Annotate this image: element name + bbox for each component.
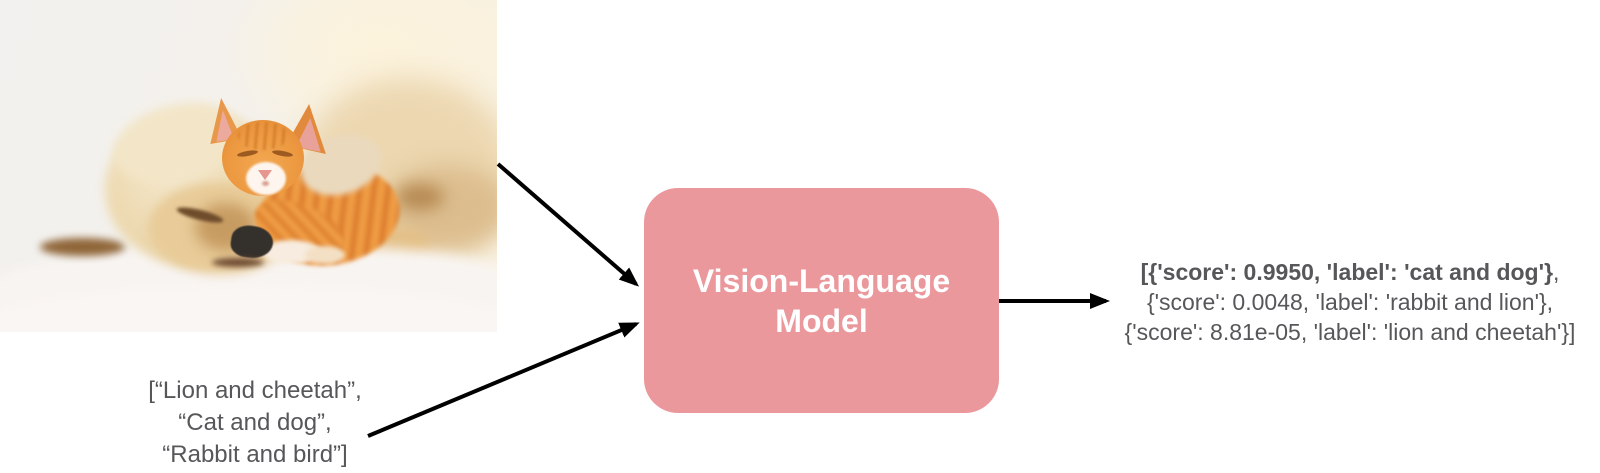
puppy-closed-eye — [175, 204, 225, 226]
puppy-muzzle — [148, 182, 293, 274]
puppy-rear-dark-patch — [396, 184, 444, 210]
kitten-left-ear-inner — [216, 110, 234, 142]
puppy-body — [300, 78, 497, 268]
kitten-paw-white — [262, 240, 320, 264]
puppy-ear-over-kitten — [293, 124, 389, 206]
puppy-head — [105, 112, 290, 267]
output-line-3: {'score': 8.81e-05, 'label': 'lion and c… — [1124, 319, 1576, 345]
puppy-ear-flap — [104, 90, 250, 195]
kitten-body — [251, 155, 407, 275]
photo-background-glow — [220, 0, 497, 160]
puppy-body-shadow — [385, 165, 497, 250]
kitten-head — [222, 120, 304, 196]
arrow-text-to-model — [367, 322, 640, 438]
kitten-front-leg — [246, 188, 353, 270]
model-label-line-2: Model — [775, 302, 868, 339]
kitten-right-ear-inner — [296, 118, 321, 152]
kitten-forehead-stripes — [238, 122, 288, 150]
kitten-right-ear — [286, 104, 326, 154]
model-output-text: [{'score': 0.9950, 'label': 'cat and dog… — [1100, 257, 1600, 347]
input-image — [0, 0, 497, 332]
output-line-1-tail: , — [1553, 259, 1560, 285]
puppy-ear-tip-dark — [40, 238, 125, 256]
output-line-1: [{'score': 0.9950, 'label': 'cat and dog… — [1100, 257, 1600, 287]
candidate-labels-text: [“Lion and cheetah”, “Cat and dog”, “Rab… — [115, 375, 395, 471]
puppy-mouth-shadow — [212, 258, 264, 267]
candidate-label-line-3: “Rabbit and bird”] — [162, 441, 348, 468]
kitten-left-closed-eye — [236, 149, 259, 158]
blanket — [0, 246, 497, 332]
arrow-image-to-model — [496, 162, 640, 287]
kitten-muzzle — [246, 162, 286, 195]
puppy-muzzle-shading — [195, 203, 257, 251]
kitten-right-closed-eye — [271, 149, 294, 158]
kitten-left-ear — [210, 98, 242, 144]
candidate-label-line-1: [“Lion and cheetah”, — [148, 377, 362, 404]
kitten-nose — [258, 170, 272, 180]
kitten-paw-small — [305, 246, 345, 264]
output-line-2: {'score': 0.0048, 'label': 'rabbit and l… — [1146, 289, 1554, 315]
candidate-label-line-2: “Cat and dog”, — [178, 409, 332, 436]
output-line-1-bold: [{'score': 0.9950, 'label': 'cat and dog… — [1140, 259, 1554, 285]
blanket-foreground — [0, 285, 497, 332]
vision-language-model-box: Vision-Language Model — [644, 188, 999, 413]
kitten-mouth — [262, 181, 269, 186]
puppy-hind-paw — [360, 228, 430, 262]
model-label-line-1: Vision-Language — [692, 262, 951, 299]
puppy-nose — [228, 223, 276, 261]
